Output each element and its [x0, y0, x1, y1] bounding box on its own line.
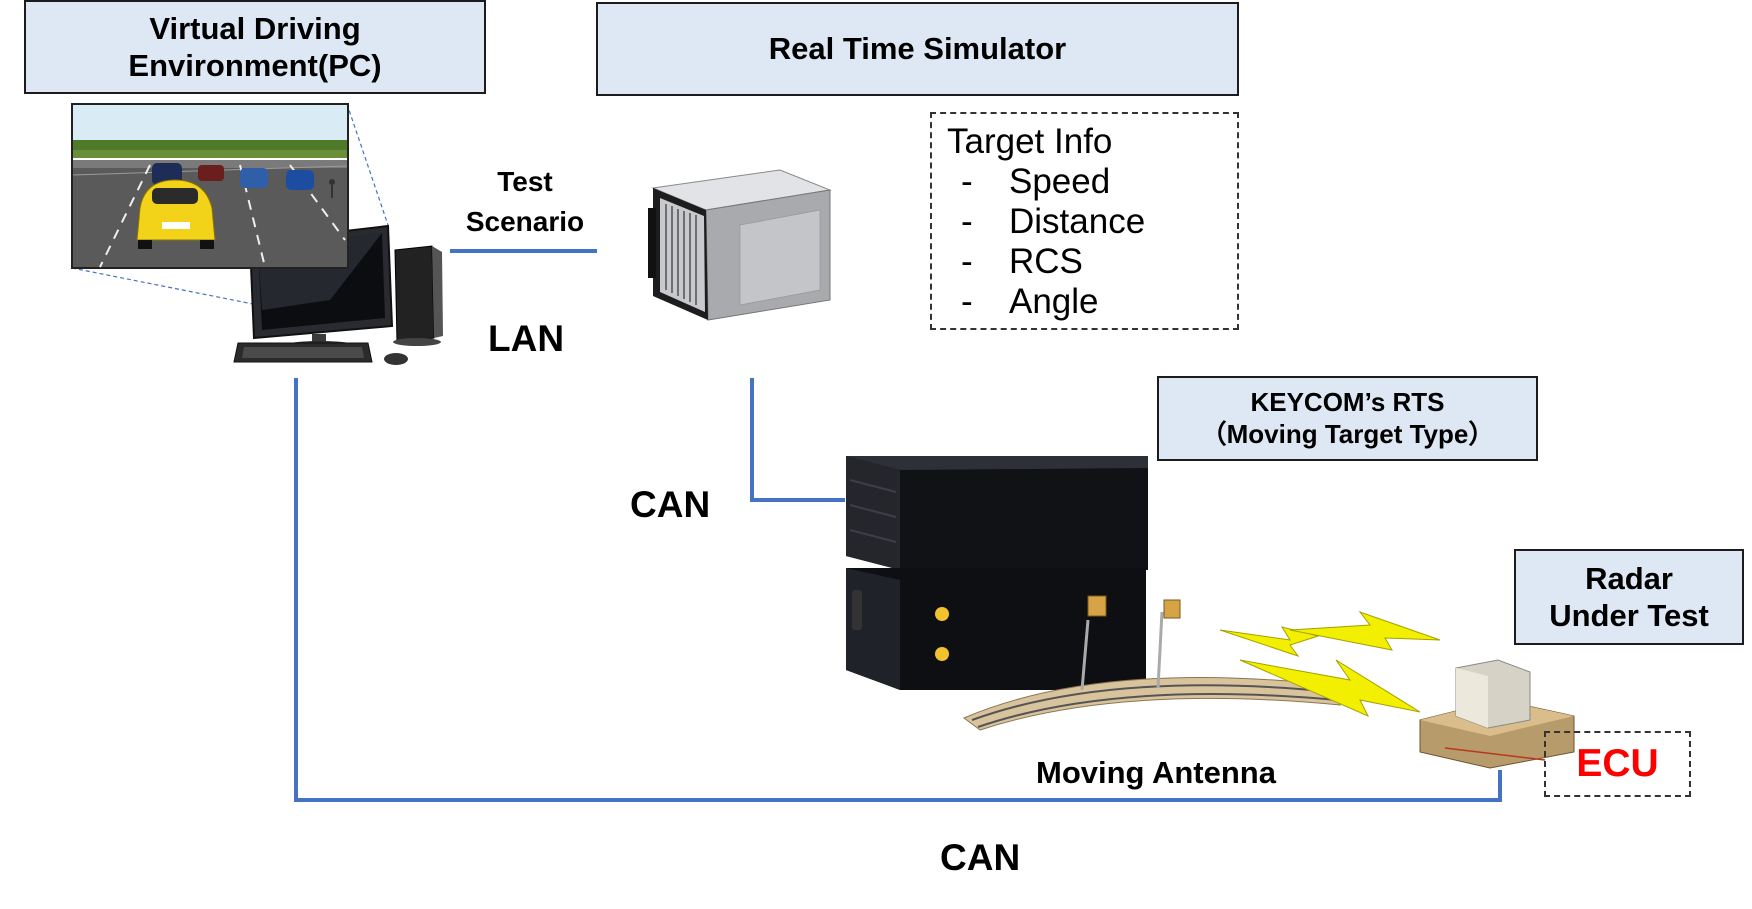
zoom-line-bottom — [71, 267, 259, 306]
target-info-item: -RCS — [961, 242, 1083, 281]
test-scenario-label: Test Scenario — [465, 166, 585, 237]
moving-antenna-label: Moving Antenna — [1036, 755, 1276, 790]
target-info-heading: Target Info — [947, 122, 1113, 161]
radar-device — [1419, 659, 1575, 769]
simulator-chassis — [648, 169, 832, 321]
ecu-label: ECU — [1576, 742, 1659, 785]
pc-title-line2: Environment(PC) — [128, 48, 382, 83]
simulator-title-box: Real Time Simulator — [596, 2, 1239, 96]
target-info-item: -Distance — [961, 202, 1146, 241]
keycom-title-line2: （Moving Target Type） — [1200, 418, 1495, 449]
pc-title-box: Virtual Driving Environment(PC) — [24, 0, 486, 94]
keycom-title-box: KEYCOM’s RTS （Moving Target Type） — [1157, 376, 1538, 461]
keycom-title-line1: KEYCOM’s RTS — [1250, 387, 1445, 418]
lan-label: LAN — [488, 318, 565, 359]
can-link-rts — [750, 378, 845, 502]
keycom-rts-unit — [846, 456, 1148, 690]
ecu-box: ECU — [1544, 731, 1691, 797]
pc-title-line1: Virtual Driving — [149, 10, 361, 46]
can-label-top: CAN — [630, 484, 711, 525]
target-info-box: Target Info -Speed -Distance -RCS -Angle — [930, 112, 1239, 330]
radar-title-line1: Radar — [1585, 560, 1673, 596]
target-info-item: -Speed — [961, 162, 1111, 201]
radar-signal-bolts — [1219, 610, 1441, 718]
target-info-item: -Angle — [961, 282, 1099, 321]
can-label-bottom: CAN — [940, 837, 1021, 878]
simulator-title: Real Time Simulator — [768, 31, 1067, 67]
rail-track — [963, 595, 1341, 731]
driving-screenshot — [71, 103, 349, 269]
can-link-radar — [294, 378, 1502, 802]
zoom-line-top — [346, 103, 389, 226]
radar-title-box: Radar Under Test — [1514, 549, 1744, 645]
radar-title-line2: Under Test — [1549, 598, 1709, 633]
